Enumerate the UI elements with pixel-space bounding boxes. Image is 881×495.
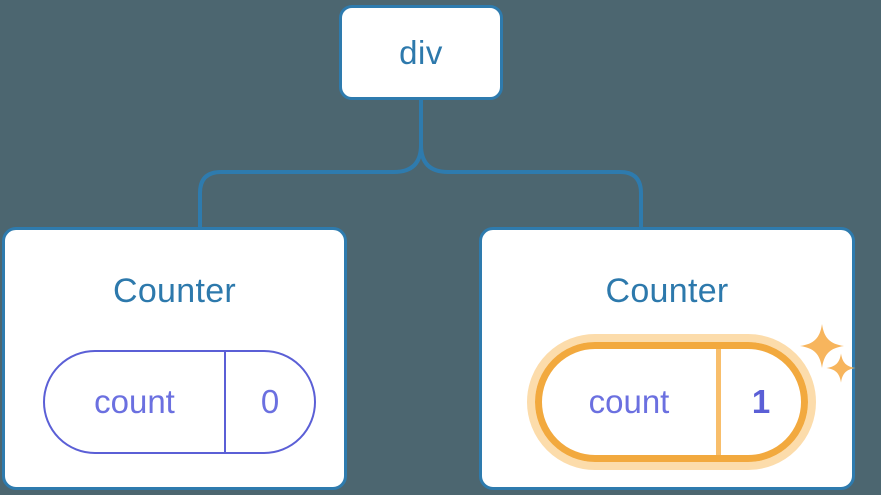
state-key-label-right: count: [588, 382, 670, 420]
state-value-label-left: 0: [260, 382, 280, 420]
state-value-label-right: 1: [751, 382, 771, 420]
state-key-label-left: count: [94, 382, 175, 420]
state-pill-left[interactable]: count 0: [43, 350, 316, 454]
counter-card-left[interactable]: Counter count 0: [2, 227, 347, 490]
sparkle-large-icon: [800, 324, 844, 368]
root-div-label: div: [399, 34, 443, 71]
state-key-cell-right: count: [542, 349, 721, 455]
state-value-cell-right: 1: [721, 349, 801, 455]
state-pill-right[interactable]: count 1: [535, 342, 808, 462]
counter-title-left: Counter: [112, 272, 237, 310]
root-div-node[interactable]: div: [339, 5, 503, 100]
counter-card-right[interactable]: Counter count 1: [479, 227, 855, 490]
sparkle-small-icon: [826, 353, 856, 383]
state-pill-right-wrapper[interactable]: count 1: [527, 334, 816, 470]
state-key-cell-left: count: [45, 352, 226, 452]
state-pill-glow-ring: [527, 334, 816, 470]
counter-title-right: Counter: [605, 272, 729, 310]
state-value-cell-left: 0: [226, 352, 314, 452]
